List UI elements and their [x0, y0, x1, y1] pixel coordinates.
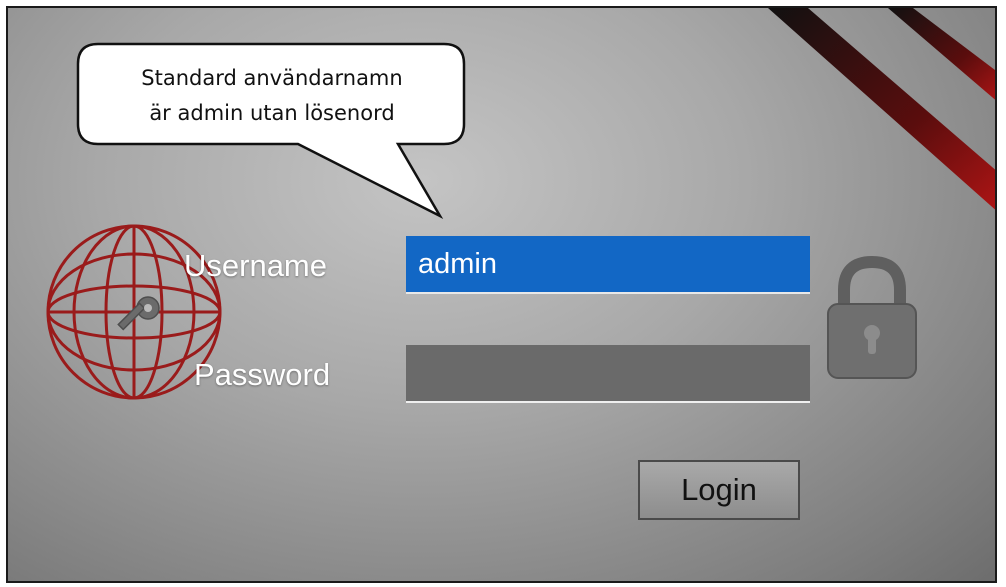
lock-icon: [827, 255, 917, 379]
tooltip-text: Standard användarnamn är admin utan löse…: [78, 61, 466, 131]
password-input[interactable]: [406, 345, 810, 403]
password-label: Password: [194, 357, 331, 392]
username-label: Username: [184, 248, 327, 283]
username-input[interactable]: [406, 236, 810, 294]
tooltip-line-1: Standard användarnamn: [141, 66, 403, 90]
speech-bubble: [76, 42, 466, 220]
login-window: Standard användarnamn är admin utan löse…: [6, 6, 997, 583]
login-button[interactable]: Login: [638, 460, 800, 520]
tooltip-line-2: är admin utan lösenord: [149, 101, 395, 125]
globe-key-icon: [46, 224, 222, 400]
corner-stripes-decoration: [768, 8, 995, 210]
